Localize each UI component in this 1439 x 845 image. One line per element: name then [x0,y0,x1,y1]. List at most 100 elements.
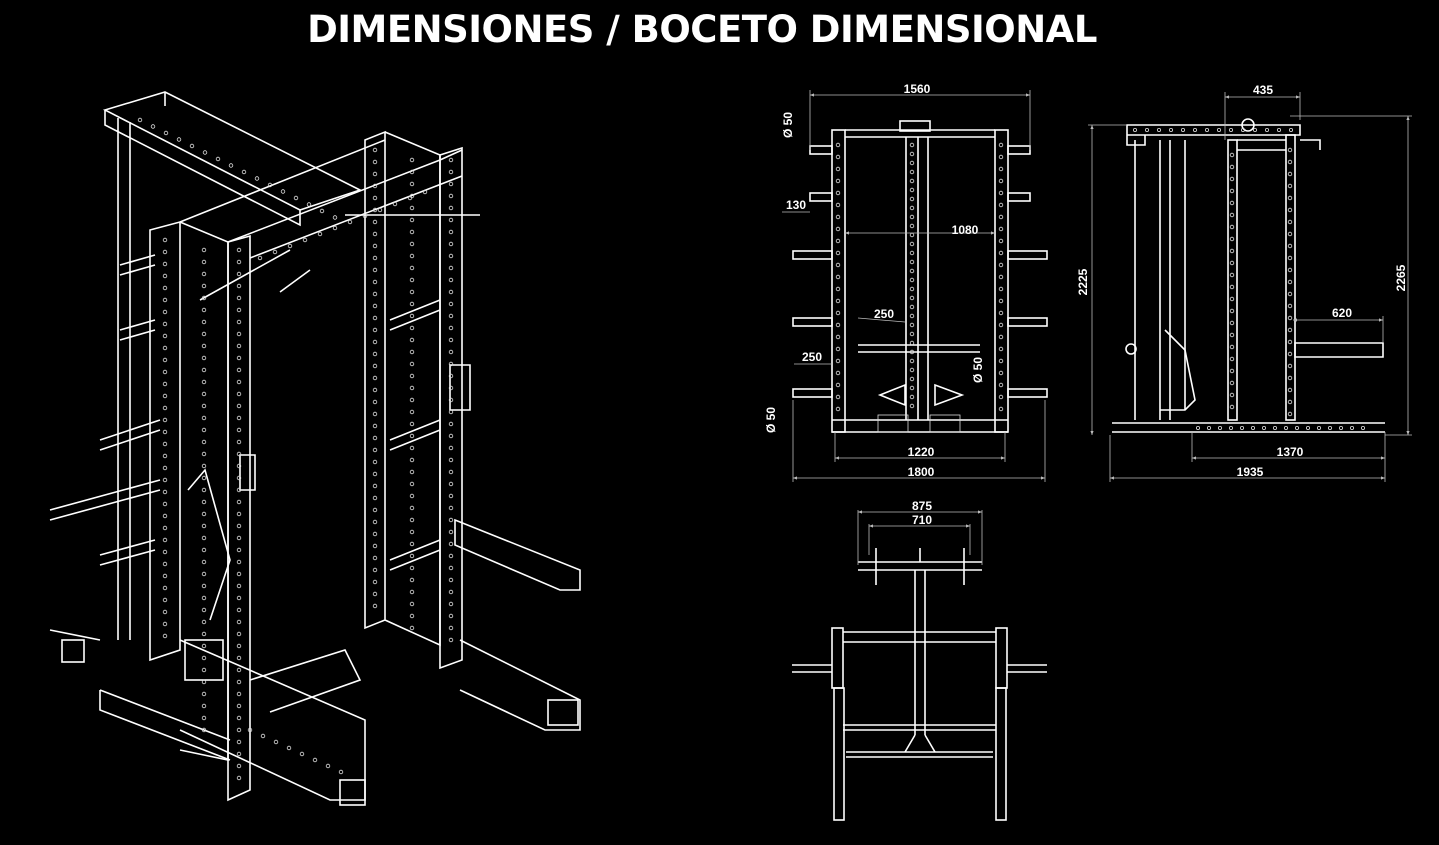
hole [1229,176,1235,182]
hole [1229,260,1235,266]
hole [409,553,415,559]
hole [236,583,242,589]
hole [162,333,168,339]
hole [1317,425,1322,430]
hole [409,253,415,259]
hole [201,415,207,421]
hole [254,176,260,181]
hole [372,243,378,249]
weight-peg [809,192,833,202]
dim-1935: 1935 [1237,465,1264,479]
hole [236,403,242,409]
hole [236,247,242,253]
hole [372,351,378,357]
hole [201,463,207,469]
dim-250-peg: 250 [802,350,822,364]
weight-peg [1007,192,1031,202]
hole [835,166,841,172]
hole [247,727,253,733]
hole [909,223,915,229]
hole [448,313,454,319]
hole [372,435,378,441]
hole [409,457,415,463]
hole [1262,425,1267,430]
weight-peg [792,388,833,398]
hole [372,579,378,585]
hole [319,208,325,214]
hole [1287,219,1293,225]
hole [909,142,915,148]
hole [162,549,168,555]
hole [1287,339,1293,345]
hole [409,601,415,607]
hole [372,147,378,153]
hole [236,355,242,361]
hole [1265,127,1270,132]
hole [409,349,415,355]
hole [306,202,312,207]
hole [201,451,207,457]
hole [201,523,207,529]
hole [372,483,378,489]
hole [448,325,454,331]
hole [236,715,242,721]
hole [909,268,915,274]
hole [201,271,207,277]
hole [317,231,323,237]
hole [201,547,207,553]
hole [998,154,1004,160]
hole [409,313,415,319]
hole [162,273,168,279]
hole [409,625,415,631]
dim-710: 710 [912,513,932,527]
hole [1287,327,1293,333]
hole [267,182,273,188]
hole [1287,363,1293,369]
hole [372,555,378,561]
hole [835,238,841,244]
hole [1240,425,1245,430]
hole [909,313,915,319]
hole [448,601,454,607]
hole [201,511,207,517]
hole [201,331,207,337]
hole [448,409,454,415]
hole [835,286,841,292]
hole [1229,404,1235,410]
dim-620: 620 [1332,306,1352,320]
hole [236,319,242,325]
hole [372,219,378,225]
hole [236,655,242,661]
hole [448,253,454,259]
hole [162,489,168,495]
dim-1080: 1080 [952,223,979,237]
isometric-view [49,91,581,806]
hole [909,169,915,175]
hole [409,181,415,187]
hole [448,481,454,487]
hole [162,393,168,399]
hole [409,493,415,499]
hole [1193,127,1198,132]
hole [1287,267,1293,273]
hole [448,373,454,379]
hole [998,274,1004,280]
hole [909,394,915,400]
hole [998,166,1004,172]
hole [162,417,168,423]
hole [1287,411,1293,417]
hole [409,505,415,511]
hole [236,331,242,337]
hole [448,229,454,235]
hole [1229,425,1234,430]
hole [407,195,413,201]
hole [1196,425,1201,430]
hole [236,631,242,637]
page-title: DIMENSIONES / BOCETO DIMENSIONAL [307,8,1097,51]
hole [1229,164,1235,170]
hole [409,421,415,427]
hole [273,739,279,745]
hole [1169,127,1174,132]
hole [835,346,841,352]
hole [448,289,454,295]
